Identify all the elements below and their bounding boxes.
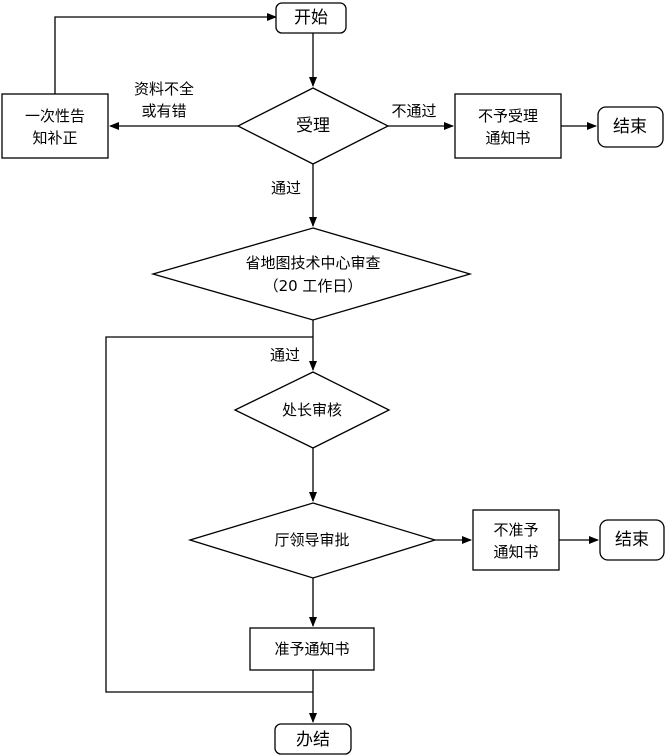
edge-correct-start [54, 13, 277, 94]
end-node-2 [599, 519, 665, 561]
connectors [54, 13, 599, 723]
notify-correct-label-line1: 一次性告 [24, 107, 86, 125]
chief-review-label: 处长审核 [281, 401, 343, 419]
end-1-label: 结束 [613, 117, 647, 137]
province-review-label-line2: （20 工作日） [263, 277, 363, 295]
edge-label-incomplete-line1: 资料不全 [132, 79, 196, 99]
edge-label-fail: 不通过 [391, 102, 437, 120]
end-2-label: 结束 [615, 530, 649, 550]
chief-review-decision [233, 371, 391, 449]
accept-label: 受理 [296, 116, 330, 136]
reject-accept-label-line2: 通知书 [485, 129, 531, 147]
start-label: 开始 [294, 8, 328, 28]
finish-node [274, 723, 352, 755]
reject-accept-box [454, 93, 562, 159]
accept-decision [236, 87, 390, 165]
notify-correct-box [1, 93, 109, 159]
approve-notice-label: 准予通知书 [274, 640, 350, 658]
finish-label: 办结 [296, 730, 330, 750]
reject-approve-label-line2: 通知书 [493, 543, 539, 561]
edge-label-pass-1: 通过 [269, 178, 303, 198]
reject-approve-box [472, 509, 560, 571]
edge-label-pass-2: 通过 [268, 345, 302, 365]
notify-correct-label-line2: 知补正 [32, 129, 78, 147]
dept-approve-decision [187, 502, 438, 579]
approve-notice-box [249, 627, 375, 671]
province-review-label-line1: 省地图技术中心审查 [245, 254, 381, 272]
edge-label-incomplete-line2: 或有错 [140, 101, 188, 121]
start-node [275, 2, 347, 34]
dept-approve-label: 厅领导审批 [274, 531, 350, 549]
reject-approve-label-line1: 不准予 [493, 521, 539, 539]
edge-outer-loop [105, 336, 313, 693]
province-review-decision [150, 227, 473, 321]
reject-accept-label-line1: 不予受理 [477, 107, 539, 125]
end-node-1 [597, 106, 664, 148]
